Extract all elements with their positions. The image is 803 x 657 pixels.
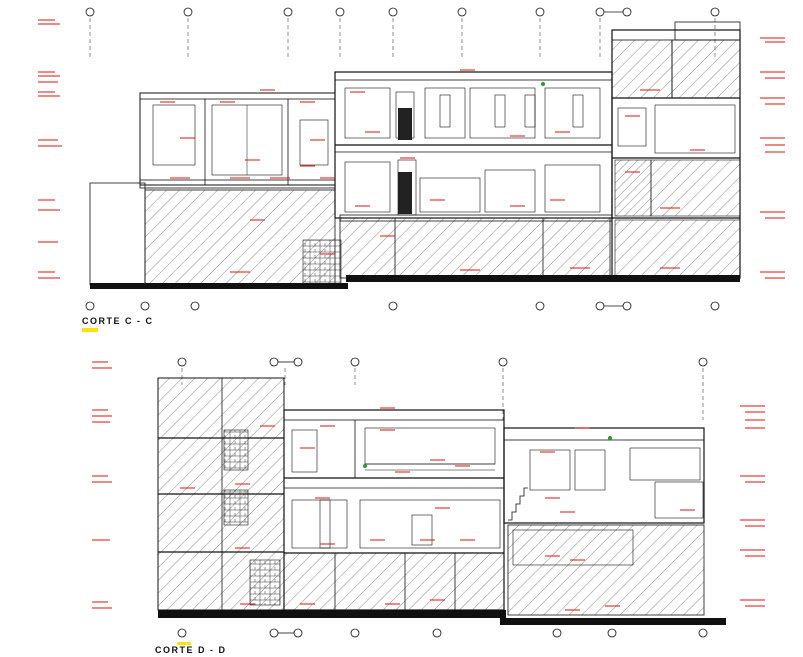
grid-lines-cc-top [89, 18, 716, 60]
stair-icon [302, 239, 342, 286]
section-title-dd-text: CORTE D - D [155, 645, 227, 655]
section-title-cc: CORTE C - C [82, 316, 154, 332]
section-dd [92, 357, 765, 638]
grid-bubble-icon [85, 7, 720, 17]
title-highlight [82, 328, 98, 332]
title-highlight [177, 642, 191, 645]
section-title-dd: CORTE D - D [155, 642, 227, 655]
stair-icon [508, 487, 528, 521]
window-icon [344, 87, 601, 139]
level-tag-icon [38, 19, 785, 279]
section-cc [38, 7, 785, 311]
section-title-cc-text: CORTE C - C [82, 316, 154, 326]
